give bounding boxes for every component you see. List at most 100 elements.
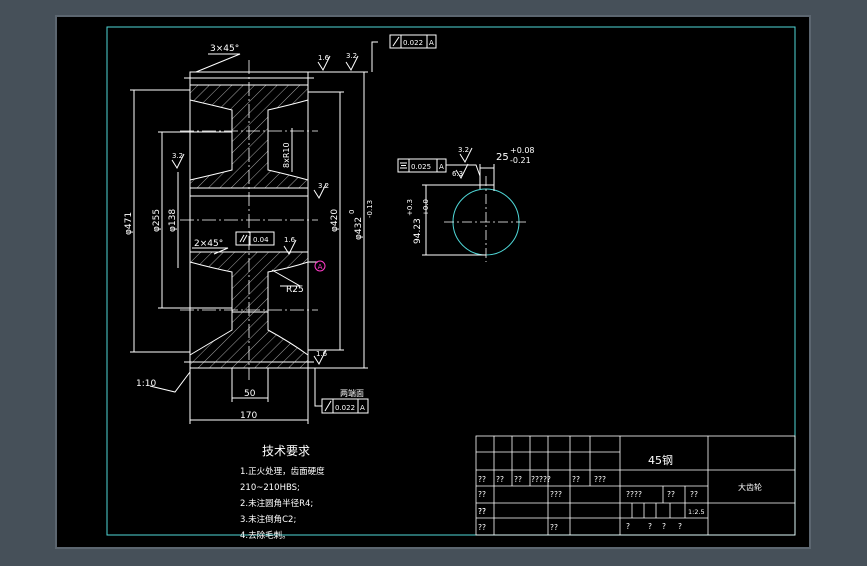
label-rough-left: 3.2 [172, 152, 183, 160]
leader-runout-top [371, 41, 378, 72]
label-key-tol-lower: -0.21 [510, 156, 531, 165]
tb-r4-2: ? [648, 522, 652, 531]
label-dim-170: 170 [240, 411, 257, 421]
label-key-depth: 94.23 [413, 218, 423, 244]
tech-line-1: 1.正火处理，齿面硬度 [240, 466, 325, 477]
rough-key-2 [455, 163, 469, 180]
tech-requirements: 技术要求 1.正火处理，齿面硬度 210~210HBS; 2.未注圆角半径R4;… [240, 444, 325, 541]
drawing-border [106, 26, 796, 536]
tech-line-2: 210~210HBS; [240, 483, 300, 493]
label-dia-432: φ432 [354, 217, 364, 240]
label-tol-432-upper: 0 [348, 210, 356, 214]
fcf-runout-bot [321, 398, 369, 414]
tb-r1-1: ?? [496, 475, 504, 484]
title-block-text: 45钢 大齿轮 1:2.5 ?? ?? ?? ????? ?? ??? ?? ?… [478, 454, 762, 532]
label-key-depth-lower: +0.0 [422, 199, 430, 216]
rough-symbol-4 [313, 183, 327, 200]
label-rough-mid: 3.2 [318, 182, 329, 190]
tb-r1-4: ?? [572, 475, 580, 484]
fcf-symmetry-datum: A [439, 163, 444, 171]
label-web-width: 8xR10 [282, 142, 291, 168]
paper-sheet [56, 16, 810, 548]
tb-r4-4: ? [678, 522, 682, 531]
label-dia-420: φ420 [330, 209, 340, 232]
keyway-labels: 25 +0.08 -0.21 3.2 6.3 94.23 +0.3 +0.0 [406, 146, 535, 244]
tb-r2-1: ??? [550, 490, 562, 499]
tb-material: 45钢 [648, 454, 673, 467]
rough-symbol-3 [171, 153, 185, 170]
leader-taper [149, 371, 191, 393]
tb-r4-3: ? [662, 522, 666, 531]
section-labels: 3×45° 1.6 3.2 3.2 3.2 1.6 1.6 2×45° R25 … [124, 44, 374, 421]
datum-a-circle [314, 260, 326, 272]
leader-symmetry [446, 164, 481, 177]
fcf-runout-top-datum: A [429, 39, 434, 47]
tb-r2-0: ?? [478, 490, 486, 499]
label-dia-471: φ471 [124, 212, 134, 235]
label-r25: R25 [286, 285, 304, 295]
fcf-symmetry [397, 158, 447, 173]
label-chamfer-bore: 2×45° [194, 239, 223, 249]
label-runout-bot-note: 两端面 [340, 388, 364, 398]
tb-r1-2: ?? [514, 475, 522, 484]
fcf-runout-bot-datum: A [360, 404, 365, 412]
tb-part-name: 大齿轮 [738, 482, 762, 492]
tb-r1-3: ????? [531, 475, 551, 484]
rough-symbol-6 [313, 349, 327, 366]
keyway-slot [479, 184, 495, 191]
tech-title: 技术要求 [262, 444, 310, 458]
label-rough-bot: 1.6 [316, 350, 328, 358]
fcf-symmetry-value: 0.025 [411, 163, 431, 171]
rough-key-1 [459, 147, 473, 164]
label-chamfer-top: 3×45° [210, 44, 239, 54]
label-key-tol-upper: +0.08 [510, 146, 535, 155]
roughness-symbols [171, 55, 359, 366]
label-key-depth-upper: +0.3 [406, 199, 414, 216]
label-rough-key: 3.2 [458, 146, 469, 154]
label-key-width: 25 [496, 152, 509, 163]
label-rough-key2: 6.3 [452, 170, 463, 178]
rough-symbol-5 [283, 239, 297, 256]
tb-r1-0: ?? [478, 475, 486, 484]
leader-chamfer-bore [192, 247, 229, 255]
label-rough-bore: 1.6 [284, 236, 296, 244]
fcf-runout-top-value: 0.022 [403, 39, 423, 47]
tb-r3-2: ?? [667, 490, 675, 499]
tb-r3-0: ?? [478, 507, 486, 516]
leader-runout-bot [314, 368, 322, 407]
fcf-parallel-value: 0.04 [253, 236, 269, 244]
gear-section-view [130, 41, 378, 424]
tb-r4-1: ? [626, 522, 630, 531]
label-taper: 1:10 [136, 379, 156, 389]
fcf-parallel [235, 231, 275, 246]
tb-r3-3: ?? [690, 490, 698, 499]
label-dia-138: φ138 [168, 209, 178, 232]
fcf-runout-top [389, 34, 437, 49]
rough-symbol-2 [345, 55, 359, 72]
label-rough-top-2: 3.2 [346, 52, 357, 60]
tb-r3-0b: ?? [478, 507, 486, 516]
label-dim-50: 50 [244, 389, 256, 399]
paper-outer-frame [55, 15, 811, 549]
tb-scale: 1:2.5 [688, 508, 705, 516]
tech-line-4: 3.未注倒角C2; [240, 514, 296, 525]
datum-a-label: A [318, 263, 323, 271]
keyway-view [422, 147, 528, 262]
tb-r4-0: ?? [478, 523, 486, 532]
leader-chamfer-top [195, 53, 241, 73]
tb-r1-5: ??? [594, 475, 606, 484]
title-block-frame [475, 435, 796, 536]
title-block [475, 435, 796, 536]
tech-line-3: 2.未注圆角半径R4; [240, 498, 313, 509]
label-dia-255: φ255 [152, 209, 162, 232]
tb-r3-1: ???? [626, 490, 642, 499]
fcf-runout-bot-value: 0.022 [335, 404, 355, 412]
label-tol-432-lower: -0.13 [366, 200, 374, 218]
rough-symbol-1 [317, 55, 331, 72]
leader-r25 [271, 269, 302, 287]
label-rough-top-1: 1.6 [318, 54, 330, 62]
tb-r5-1: ?? [550, 523, 558, 532]
tech-line-5: 4.去除毛刺。 [240, 530, 291, 541]
